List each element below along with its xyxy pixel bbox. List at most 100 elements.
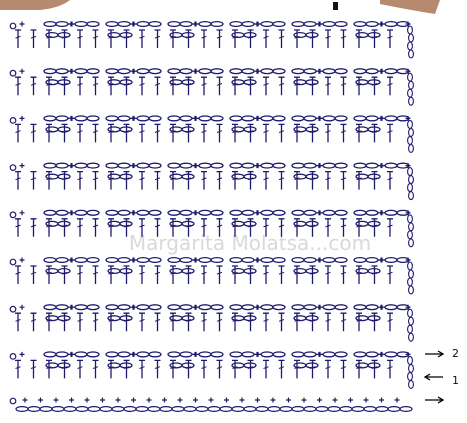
foundation-chain-oval: [232, 407, 244, 412]
chain-stitch-oval: [170, 127, 182, 132]
chain-stitch-oval: [294, 269, 306, 274]
turning-chain-loop: [409, 34, 414, 42]
chain-stitch-oval: [292, 163, 304, 168]
single-crochet-symbol: [20, 258, 25, 263]
double-crochet-symbol: [325, 30, 331, 48]
chain-stitch-oval: [87, 116, 99, 121]
single-crochet-symbol: [38, 398, 43, 403]
chain-stitch-oval: [56, 352, 68, 357]
double-crochet-symbol: [15, 313, 21, 331]
double-crochet-symbol: [201, 313, 207, 331]
chain-stitch-oval: [180, 210, 192, 215]
single-crochet-symbol: [379, 398, 384, 403]
foundation-chain-oval: [148, 407, 160, 412]
single-crochet-symbol: [194, 69, 199, 74]
chain-stitch-oval: [199, 210, 211, 215]
foundation-chain-oval: [52, 407, 64, 412]
double-crochet-symbol: [155, 77, 161, 95]
single-crochet-symbol: [132, 258, 137, 263]
double-crochet-symbol: [263, 124, 269, 142]
single-crochet-symbol: [194, 22, 199, 27]
double-crochet-symbol: [139, 172, 145, 190]
double-crochet-symbol: [139, 313, 145, 331]
chain-stitch-oval: [180, 258, 192, 263]
double-crochet-symbol: [15, 30, 21, 48]
chain-stitch-oval: [180, 163, 192, 168]
chain-stitch-oval: [149, 163, 161, 168]
chain-stitch-oval: [118, 163, 130, 168]
double-crochet-symbol: [77, 77, 83, 95]
single-crochet-symbol: [162, 398, 167, 403]
single-crochet-symbol: [318, 305, 323, 310]
double-crochet-symbol: [201, 266, 207, 284]
slip-ring-symbol: [10, 70, 16, 76]
chain-stitch-oval: [149, 352, 161, 357]
chain-stitch-oval: [106, 116, 118, 121]
single-crochet-symbol: [70, 352, 75, 357]
chain-stitch-oval: [356, 269, 368, 274]
turning-chain-loop: [409, 81, 414, 89]
chain-stitch-oval: [106, 210, 118, 215]
double-crochet-symbol: [263, 266, 269, 284]
chain-stitch-oval: [75, 210, 87, 215]
double-crochet-symbol: [31, 266, 37, 284]
turning-chain-loop: [409, 364, 414, 372]
foundation-chain-oval: [316, 407, 328, 412]
chain-stitch-oval: [294, 174, 306, 179]
chain-stitch-oval: [46, 127, 58, 132]
single-crochet-symbol: [85, 398, 90, 403]
chain-stitch-oval: [294, 80, 306, 85]
chain-stitch-oval: [354, 258, 366, 263]
chain-stitch-oval: [56, 163, 68, 168]
chain-stitch-oval: [232, 363, 244, 368]
chain-stitch-oval: [273, 116, 285, 121]
chain-stitch-oval: [385, 22, 397, 27]
chain-stitch-oval: [335, 69, 347, 74]
turning-chain-loop: [409, 176, 414, 184]
double-crochet-symbol: [15, 77, 21, 95]
chain-stitch-oval: [46, 33, 58, 38]
chain-stitch-oval: [230, 69, 242, 74]
double-crochet-symbol: [387, 266, 393, 284]
chain-stitch-oval: [261, 305, 273, 310]
chain-stitch-oval: [304, 116, 316, 121]
chain-stitch-oval: [356, 316, 368, 321]
double-crochet-symbol: [387, 77, 393, 95]
single-crochet-symbol: [132, 116, 137, 121]
single-crochet-symbol: [131, 398, 136, 403]
foundation-chain-oval: [64, 407, 76, 412]
chain-stitch-oval: [108, 80, 120, 85]
chain-stitch-oval: [242, 352, 254, 357]
turning-chain-loop: [409, 270, 414, 278]
double-crochet-symbol: [387, 30, 393, 48]
chain-stitch-oval: [366, 305, 378, 310]
chain-stitch-oval: [354, 305, 366, 310]
chain-stitch-oval: [366, 22, 378, 27]
chain-stitch-oval: [356, 363, 368, 368]
chain-stitch-oval: [230, 116, 242, 121]
chain-stitch-oval: [261, 163, 273, 168]
chain-stitch-oval: [149, 258, 161, 263]
chain-stitch-oval: [242, 258, 254, 263]
stitch-row-pair: [10, 305, 413, 342]
chain-stitch-oval: [118, 116, 130, 121]
turning-chain-loop: [408, 136, 413, 144]
double-crochet-symbol: [387, 124, 393, 142]
single-crochet-symbol: [70, 69, 75, 74]
single-crochet-symbol: [395, 398, 400, 403]
chain-stitch-oval: [149, 69, 161, 74]
chain-stitch-oval: [366, 163, 378, 168]
chain-stitch-oval: [149, 116, 161, 121]
chain-stitch-oval: [106, 352, 118, 357]
turning-chain-loop: [408, 184, 413, 192]
double-crochet-symbol: [77, 360, 83, 378]
foundation-chain-oval: [244, 407, 256, 412]
foundation-chain-oval: [160, 407, 172, 412]
double-crochet-symbol: [201, 77, 207, 95]
double-crochet-symbol: [139, 124, 145, 142]
chain-stitch-oval: [366, 116, 378, 121]
chain-stitch-oval: [87, 305, 99, 310]
single-crochet-symbol: [54, 398, 59, 403]
foundation-chain-oval: [136, 407, 148, 412]
